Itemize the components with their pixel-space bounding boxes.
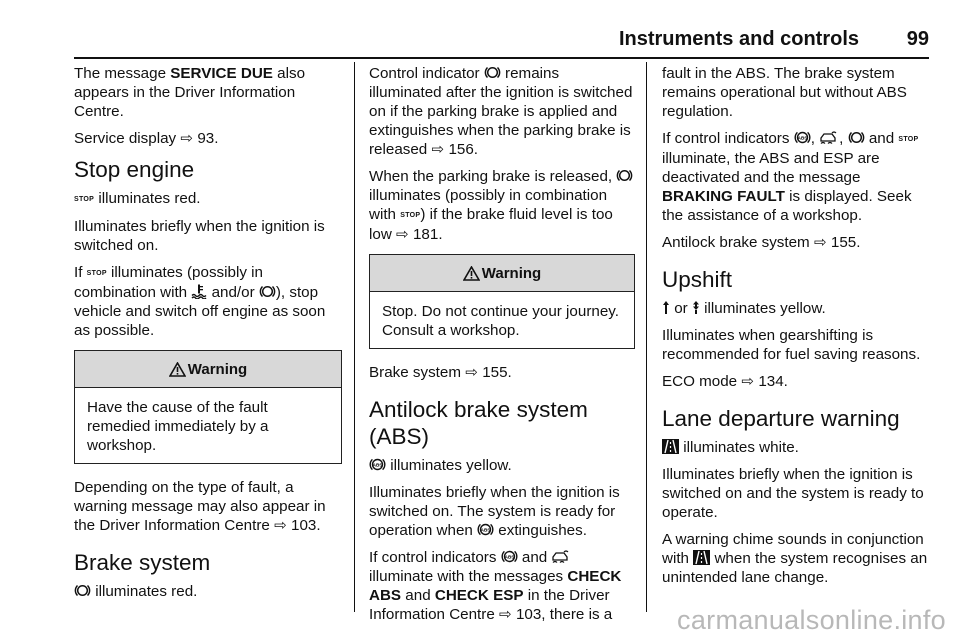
stop-icon: STOP (400, 212, 421, 219)
page-ref[interactable]: 93. (197, 130, 219, 147)
page-ref-arrow-icon: ⇨ (180, 130, 194, 147)
abs-icon: ABS (501, 550, 518, 563)
heading-lane-departure-warning: Lane departure warning (662, 406, 900, 431)
page-ref-arrow-icon: ⇨ (741, 373, 755, 390)
page-ref-arrow-icon: ⇨ (274, 517, 287, 534)
page-ref[interactable]: 156. (448, 141, 479, 158)
svg-text:ABS: ABS (481, 527, 491, 532)
heading-brake-system: Brake system (74, 550, 211, 575)
paragraph: illuminates white. (662, 438, 930, 457)
stop-icon: STOP (898, 136, 919, 143)
paragraph: If control indicators ABS, , and STOP il… (662, 130, 919, 224)
paragraph: Brake system ⇨ 155. (369, 364, 512, 381)
paragraph: ABS illuminates yellow. (369, 456, 635, 475)
page-ref[interactable]: 134. (758, 373, 788, 390)
header-rule (74, 57, 929, 59)
paragraph: Control indicator remains illuminated af… (369, 65, 633, 158)
paragraph: ECO mode ⇨ 134. (662, 373, 788, 390)
page-ref[interactable]: 103. (291, 517, 321, 534)
paragraph: Illuminates briefly when the ignition is… (74, 218, 325, 254)
column-divider (646, 62, 647, 612)
coolant-temperature-icon (191, 284, 207, 299)
brake-system-icon (74, 584, 91, 597)
svg-text:ABS: ABS (373, 462, 383, 467)
page-ref[interactable]: 181. (412, 226, 443, 243)
warning-text: Have the cause of the fault remedied imm… (87, 399, 269, 454)
message-check-abs: CHECK ABS (369, 568, 622, 604)
warning-text: Stop. Do not continue your journey. Cons… (382, 303, 619, 339)
paragraph: If STOP illuminates (possibly in combina… (74, 264, 326, 339)
upshift-double-arrow-icon (692, 301, 699, 314)
page-header: Instruments and controls 99 (74, 22, 929, 59)
paragraph: STOP illuminates red. (74, 190, 201, 207)
column-1: The message SERVICE DUE also appears in … (74, 64, 342, 609)
page-ref-arrow-icon: ⇨ (396, 226, 409, 243)
brake-system-icon (259, 285, 276, 298)
watermark: carmanualsonline.info (677, 605, 946, 635)
page-ref[interactable]: 155. (482, 364, 512, 381)
paragraph: Antilock brake system ⇨ 155. (662, 234, 861, 251)
brake-system-icon (617, 169, 633, 182)
warning-header: Warning (370, 255, 634, 292)
heading-stop-engine: Stop engine (74, 157, 195, 182)
paragraph: A warning chime sounds in conjunction wi… (662, 531, 928, 586)
page-number: 99 (906, 28, 929, 50)
esp-icon (820, 131, 837, 144)
warning-triangle-icon (168, 361, 186, 377)
paragraph: The message SERVICE DUE also appears in … (74, 65, 306, 120)
lane-departure-icon (662, 439, 679, 454)
abs-icon: ABS (369, 458, 386, 471)
paragraph: fault in the ABS. The brake system remai… (662, 65, 907, 120)
heading-abs: Antilock brake system (ABS) (369, 397, 588, 449)
paragraph: When the parking brake is released, illu… (369, 167, 635, 244)
message-braking-fault: BRAKING FAULT (662, 188, 785, 205)
brake-system-icon (484, 66, 501, 79)
stop-icon: STOP (86, 270, 107, 277)
column-2: Control indicator remains illuminated af… (369, 64, 635, 632)
paragraph: or illuminates yellow. (662, 299, 930, 318)
warning-triangle-icon (462, 265, 480, 281)
warning-header: Warning (75, 351, 341, 388)
message-service-due: SERVICE DUE (170, 65, 273, 82)
esp-icon (552, 550, 569, 563)
header-title: Instruments and controls (618, 28, 859, 50)
page-ref-arrow-icon: ⇨ (499, 606, 512, 623)
paragraph: Illuminates briefly when the ignition is… (662, 466, 924, 521)
abs-icon: ABS (794, 131, 811, 144)
brake-system-icon (848, 131, 864, 144)
message-check-esp: CHECK ESP (434, 587, 524, 604)
column-divider (354, 62, 355, 612)
column-3: fault in the ABS. The brake system remai… (662, 64, 930, 595)
heading-upshift: Upshift (662, 267, 733, 292)
lane-departure-icon (693, 550, 711, 565)
svg-text:ABS: ABS (504, 554, 514, 559)
paragraph: Service display ⇨ 93. (74, 130, 219, 147)
warning-box: Warning Stop. Do not continue your journ… (369, 254, 635, 349)
warning-box: Warning Have the cause of the fault reme… (74, 350, 342, 464)
warning-title: Warning (187, 360, 248, 378)
paragraph: Illuminates briefly when the ignition is… (369, 484, 620, 539)
page-ref-arrow-icon: ⇨ (813, 234, 827, 251)
paragraph: illuminates red. (74, 582, 342, 601)
svg-text:ABS: ABS (797, 135, 807, 140)
paragraph: Illuminates when gearshifting is recomme… (662, 327, 921, 363)
upshift-arrow-icon (663, 301, 669, 314)
page-ref[interactable]: 155. (830, 234, 861, 251)
stop-icon: STOP (74, 196, 95, 203)
paragraph: Depending on the type of fault, a warnin… (74, 479, 326, 534)
page-ref-arrow-icon: ⇨ (465, 364, 478, 381)
abs-icon: ABS (477, 523, 494, 536)
page-ref[interactable]: 103, there is a (515, 606, 613, 623)
paragraph: If control indicators ABS and illuminate… (369, 549, 622, 623)
warning-title: Warning (481, 264, 542, 282)
page-ref-arrow-icon: ⇨ (431, 141, 445, 158)
